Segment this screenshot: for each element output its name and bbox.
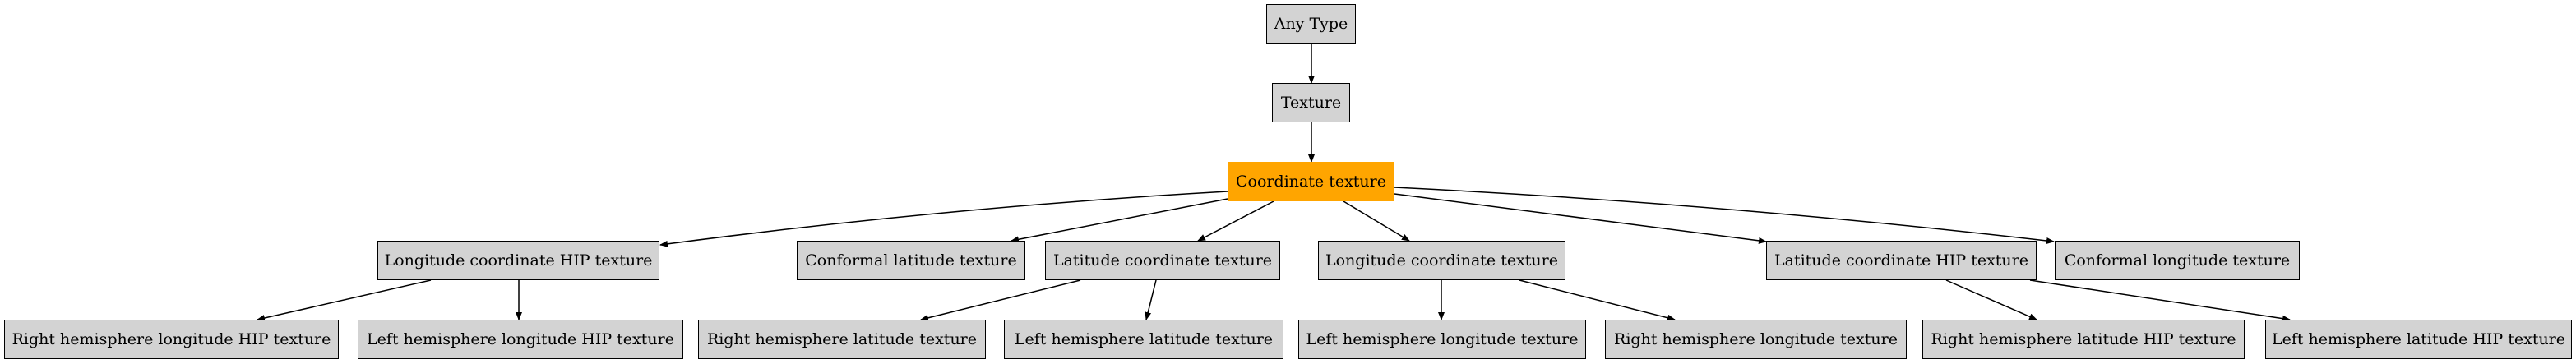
- edge-coordinate-texture-to-latitude-coordinate-texture: [1197, 200, 1274, 242]
- node-label: Longitude coordinate texture: [1325, 251, 1558, 270]
- node-left-hemisphere-latitude-texture[interactable]: Left hemisphere latitude texture: [1004, 320, 1283, 359]
- node-label: Latitude coordinate HIP texture: [1774, 251, 2028, 270]
- edge-latitude-coordinate-texture-to-left-hemisphere-latitude-texture: [1145, 279, 1157, 320]
- edge-latitude-coordinate-hip-texture-to-left-hemisphere-latitude-hip-texture: [2029, 279, 2291, 322]
- edge-longitude-coordinate-texture-to-right-hemisphere-longitude-texture: [1519, 279, 1676, 321]
- node-longitude-coordinate-hip-texture[interactable]: Longitude coordinate HIP texture: [377, 241, 659, 280]
- node-label: Texture: [1280, 94, 1342, 112]
- node-right-hemisphere-latitude-texture[interactable]: Right hemisphere latitude texture: [698, 320, 986, 359]
- node-latitude-coordinate-texture[interactable]: Latitude coordinate texture: [1045, 241, 1280, 280]
- node-right-hemisphere-longitude-texture[interactable]: Right hemisphere longitude texture: [1605, 320, 1907, 359]
- node-label: Longitude coordinate HIP texture: [384, 251, 653, 270]
- edge-latitude-coordinate-texture-to-right-hemisphere-latitude-texture: [920, 279, 1081, 321]
- edge-longitude-coordinate-hip-texture-to-right-hemisphere-longitude-hip-texture: [257, 279, 432, 321]
- node-right-hemisphere-latitude-hip-texture[interactable]: Right hemisphere latitude HIP texture: [1922, 320, 2245, 359]
- node-label: Right hemisphere longitude texture: [1614, 330, 1898, 348]
- node-label: Conformal latitude texture: [805, 251, 1017, 270]
- node-label: Left hemisphere latitude texture: [1014, 330, 1274, 348]
- node-label: Right hemisphere longitude HIP texture: [12, 330, 331, 348]
- node-label: Conformal longitude texture: [2064, 251, 2291, 270]
- node-texture[interactable]: Texture: [1272, 83, 1350, 122]
- node-conformal-longitude-texture[interactable]: Conformal longitude texture: [2055, 241, 2300, 280]
- node-left-hemisphere-longitude-texture[interactable]: Left hemisphere longitude texture: [1298, 320, 1586, 359]
- node-conformal-latitude-texture[interactable]: Conformal latitude texture: [797, 241, 1025, 280]
- node-coordinate-texture[interactable]: Coordinate texture: [1228, 162, 1394, 201]
- node-left-hemisphere-longitude-hip-texture[interactable]: Left hemisphere longitude HIP texture: [358, 320, 683, 359]
- node-any-type[interactable]: Any Type: [1266, 4, 1356, 44]
- edge-coordinate-texture-to-conformal-latitude-texture: [1011, 198, 1228, 243]
- node-label: Right hemisphere latitude HIP texture: [1931, 330, 2236, 348]
- edge-coordinate-texture-to-latitude-coordinate-hip-texture: [1394, 193, 1767, 244]
- node-label: Left hemisphere latitude HIP texture: [2271, 330, 2566, 348]
- node-label: Any Type: [1274, 15, 1348, 33]
- edge-coordinate-texture-to-longitude-coordinate-texture: [1343, 200, 1410, 242]
- node-right-hemisphere-longitude-hip-texture[interactable]: Right hemisphere longitude HIP texture: [4, 320, 339, 359]
- node-latitude-coordinate-hip-texture[interactable]: Latitude coordinate HIP texture: [1766, 241, 2037, 280]
- node-label: Left hemisphere longitude texture: [1306, 330, 1579, 348]
- node-longitude-coordinate-texture[interactable]: Longitude coordinate texture: [1318, 241, 1565, 280]
- node-label: Latitude coordinate texture: [1052, 251, 1273, 270]
- node-label: Right hemisphere latitude texture: [706, 330, 978, 348]
- edge-latitude-coordinate-hip-texture-to-right-hemisphere-latitude-hip-texture: [1945, 279, 2037, 320]
- edge-coordinate-texture-to-conformal-longitude-texture: [1394, 187, 2055, 244]
- node-label: Left hemisphere longitude HIP texture: [367, 330, 674, 348]
- edge-coordinate-texture-to-longitude-coordinate-hip-texture: [659, 191, 1228, 247]
- node-label: Coordinate texture: [1235, 173, 1386, 191]
- node-left-hemisphere-latitude-hip-texture[interactable]: Left hemisphere latitude HIP texture: [2265, 320, 2572, 359]
